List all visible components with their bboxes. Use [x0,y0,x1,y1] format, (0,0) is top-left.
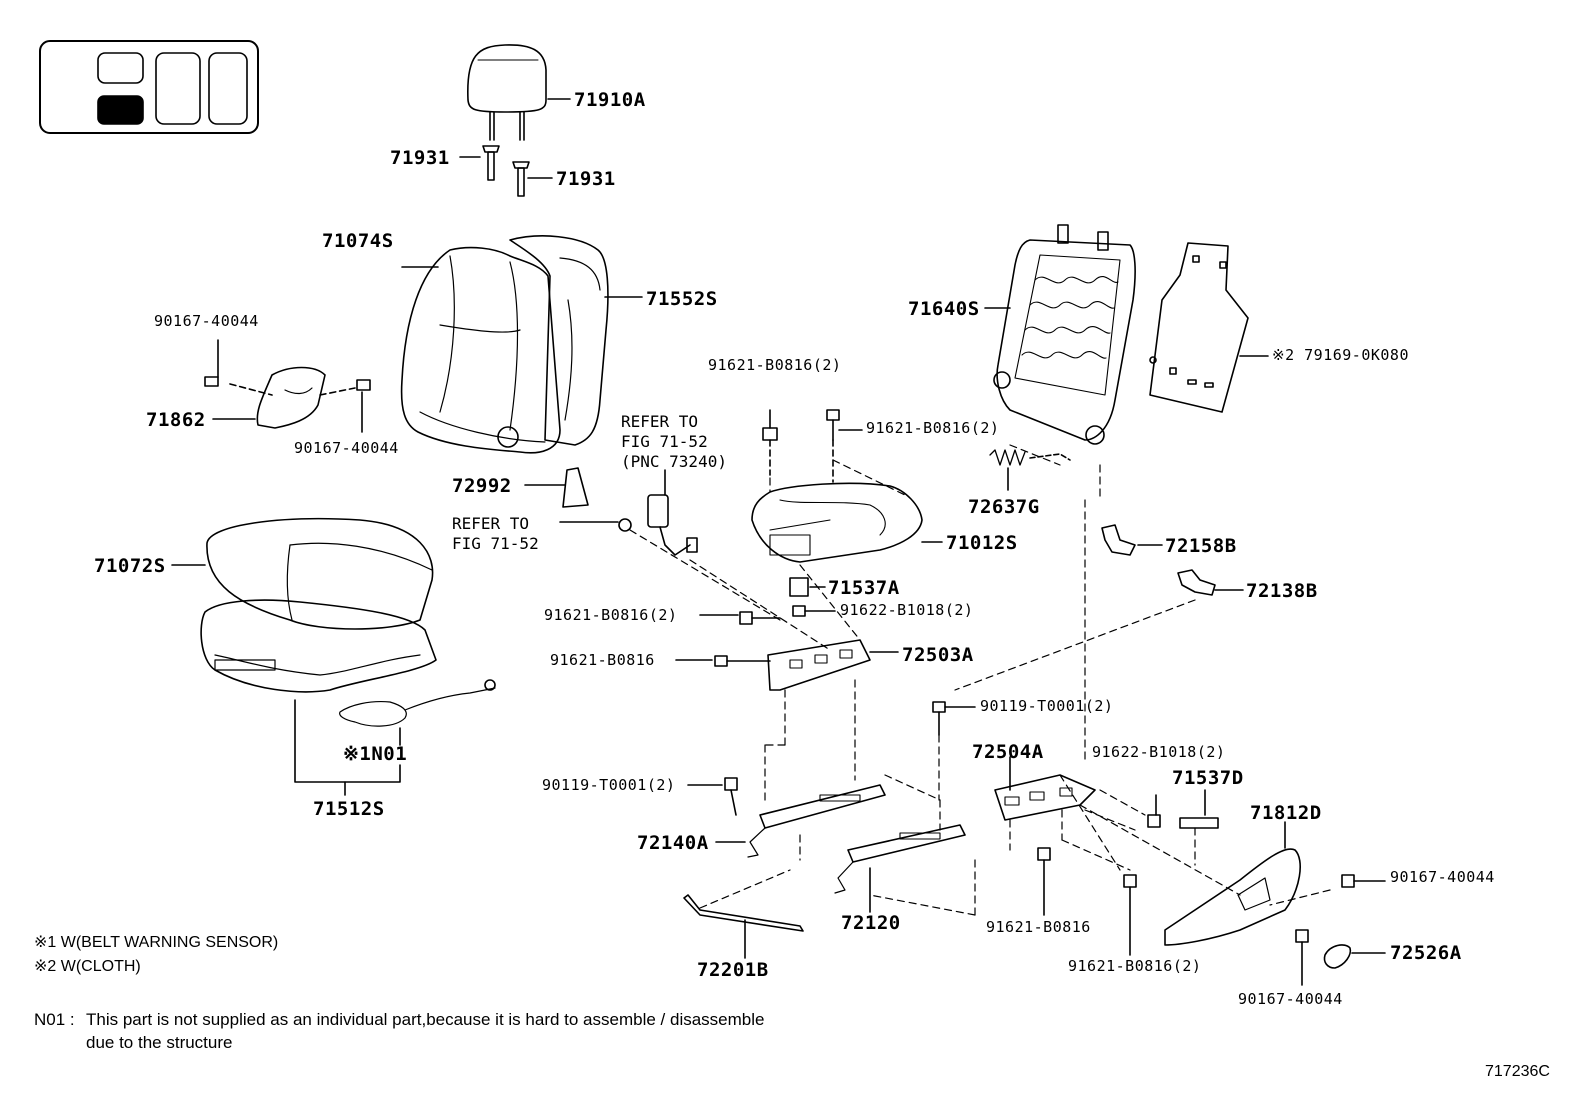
adjuster-right-icon [994,756,1096,821]
label-back-board: ※2 79169-0K080 [1272,346,1409,364]
label-bolt-top-c1: 91621-B0816(2) [708,356,842,374]
ref1-line2: FIG 71-52 [621,432,708,451]
seat-position-indicator-icon [39,40,259,134]
ref2-line1: REFER TO [452,514,530,533]
label-bolt-bot-2: 91621-B0816(2) [1068,957,1202,975]
refer-fig-71-52-pnc: REFER TO FIG 71-52 (PNC 73240) [621,412,727,472]
headrest-icon [467,44,571,141]
belt-cover-icon [524,467,589,508]
label-cushion-frame: 71012S [946,532,1018,554]
label-bolt-right-d: 91622-B1018(2) [1092,743,1226,761]
note-belt-warning: ※1 W(BELT WARNING SENSOR) [34,934,279,951]
spring-icon [989,449,1071,491]
shield-icon [1164,821,1301,946]
label-cushion-assy: 71512S [313,798,385,820]
label-bolt-mid-b: 91622-B1018(2) [840,601,974,619]
label-bolt-left-a: 91621-B0816(2) [544,606,678,624]
label-sensor: ※1N01 [343,743,408,765]
label-bolt-bot-1: 91621-B0816 [986,918,1091,936]
label-spring: 72637G [968,496,1040,518]
label-hinge-cover: 71862 [146,409,206,431]
label-support-a: 71931 [390,147,450,169]
note-n01-line1: This part is not supplied as an individu… [86,1010,765,1029]
label-shield: 71812D [1250,802,1322,824]
label-screw-left: 90119-T0001(2) [542,776,676,794]
seatback-board-icon [1149,242,1269,413]
rod-icon [683,894,804,959]
label-cap-b: 72138B [1246,580,1318,602]
cap-a-icon [1101,524,1163,556]
label-belt-cover: 72992 [452,475,512,497]
track-left-icon [715,784,886,858]
label-bolt-shield: 90167-40044 [1390,868,1495,886]
knob-icon [1323,944,1386,969]
label-adjuster-b: 72504A [972,741,1044,763]
label-pad-small: 71537A [828,577,900,599]
note-n01-line2: due to the structure [86,1033,233,1052]
bolt-icons [675,409,1386,986]
label-track-a: 72140A [637,832,709,854]
label-back-cover: 71074S [322,230,394,252]
label-bolt-bottom-right: 90167-40044 [1238,990,1343,1008]
label-knob: 72526A [1390,942,1462,964]
label-bolt-mid-left: 90167-40044 [294,439,399,457]
belt-warning-sensor-icon [339,679,496,746]
label-bolt-left-c: 91621-B0816 [550,651,655,669]
cushion-assy-bracket-icon [294,699,401,796]
track-right-icon [834,824,966,913]
label-bolt-top-c2: 91621-B0816(2) [866,419,1000,437]
pad-small-icon [789,577,826,597]
label-cushion-cover: 71072S [94,555,166,577]
pad-right-icon [1179,789,1219,829]
label-cap-a: 72158B [1165,535,1237,557]
label-adjuster-a: 72503A [902,644,974,666]
label-back-frame: 71640S [908,298,980,320]
label-rod: 72201B [697,959,769,981]
label-back-pad: 71552S [646,288,718,310]
label-track-b: 72120 [841,912,901,934]
hinge-cover-icon [204,339,371,433]
figure-code: 717236C [1485,1063,1550,1080]
ref1-line1: REFER TO [621,412,699,431]
label-pad-right: 71537D [1172,767,1244,789]
ref1-line3: (PNC 73240) [621,452,727,471]
cushion-cover-icon [171,517,437,693]
note-n01-key: N01 : [34,1010,75,1029]
ref2-line2: FIG 71-52 [452,534,539,553]
seatback-pad-icon [509,235,643,446]
label-support-b: 71931 [556,168,616,190]
belt-buckle-icon [559,469,698,556]
adjuster-left-icon [767,639,899,691]
cap-b-icon [1177,569,1244,596]
seatback-cover-icon [400,246,561,454]
cushion-frame-icon [751,482,943,563]
note-cloth: ※2 W(CLOTH) [34,958,141,975]
seatback-frame-icon [984,224,1136,445]
assembly-guide-lines [629,444,1331,916]
label-bolt-top-left: 90167-40044 [154,312,259,330]
refer-fig-71-52: REFER TO FIG 71-52 [452,514,539,554]
label-headrest: 71910A [574,89,646,111]
headrest-support-icon [459,145,553,197]
label-screw-mid: 90119-T0001(2) [980,697,1114,715]
